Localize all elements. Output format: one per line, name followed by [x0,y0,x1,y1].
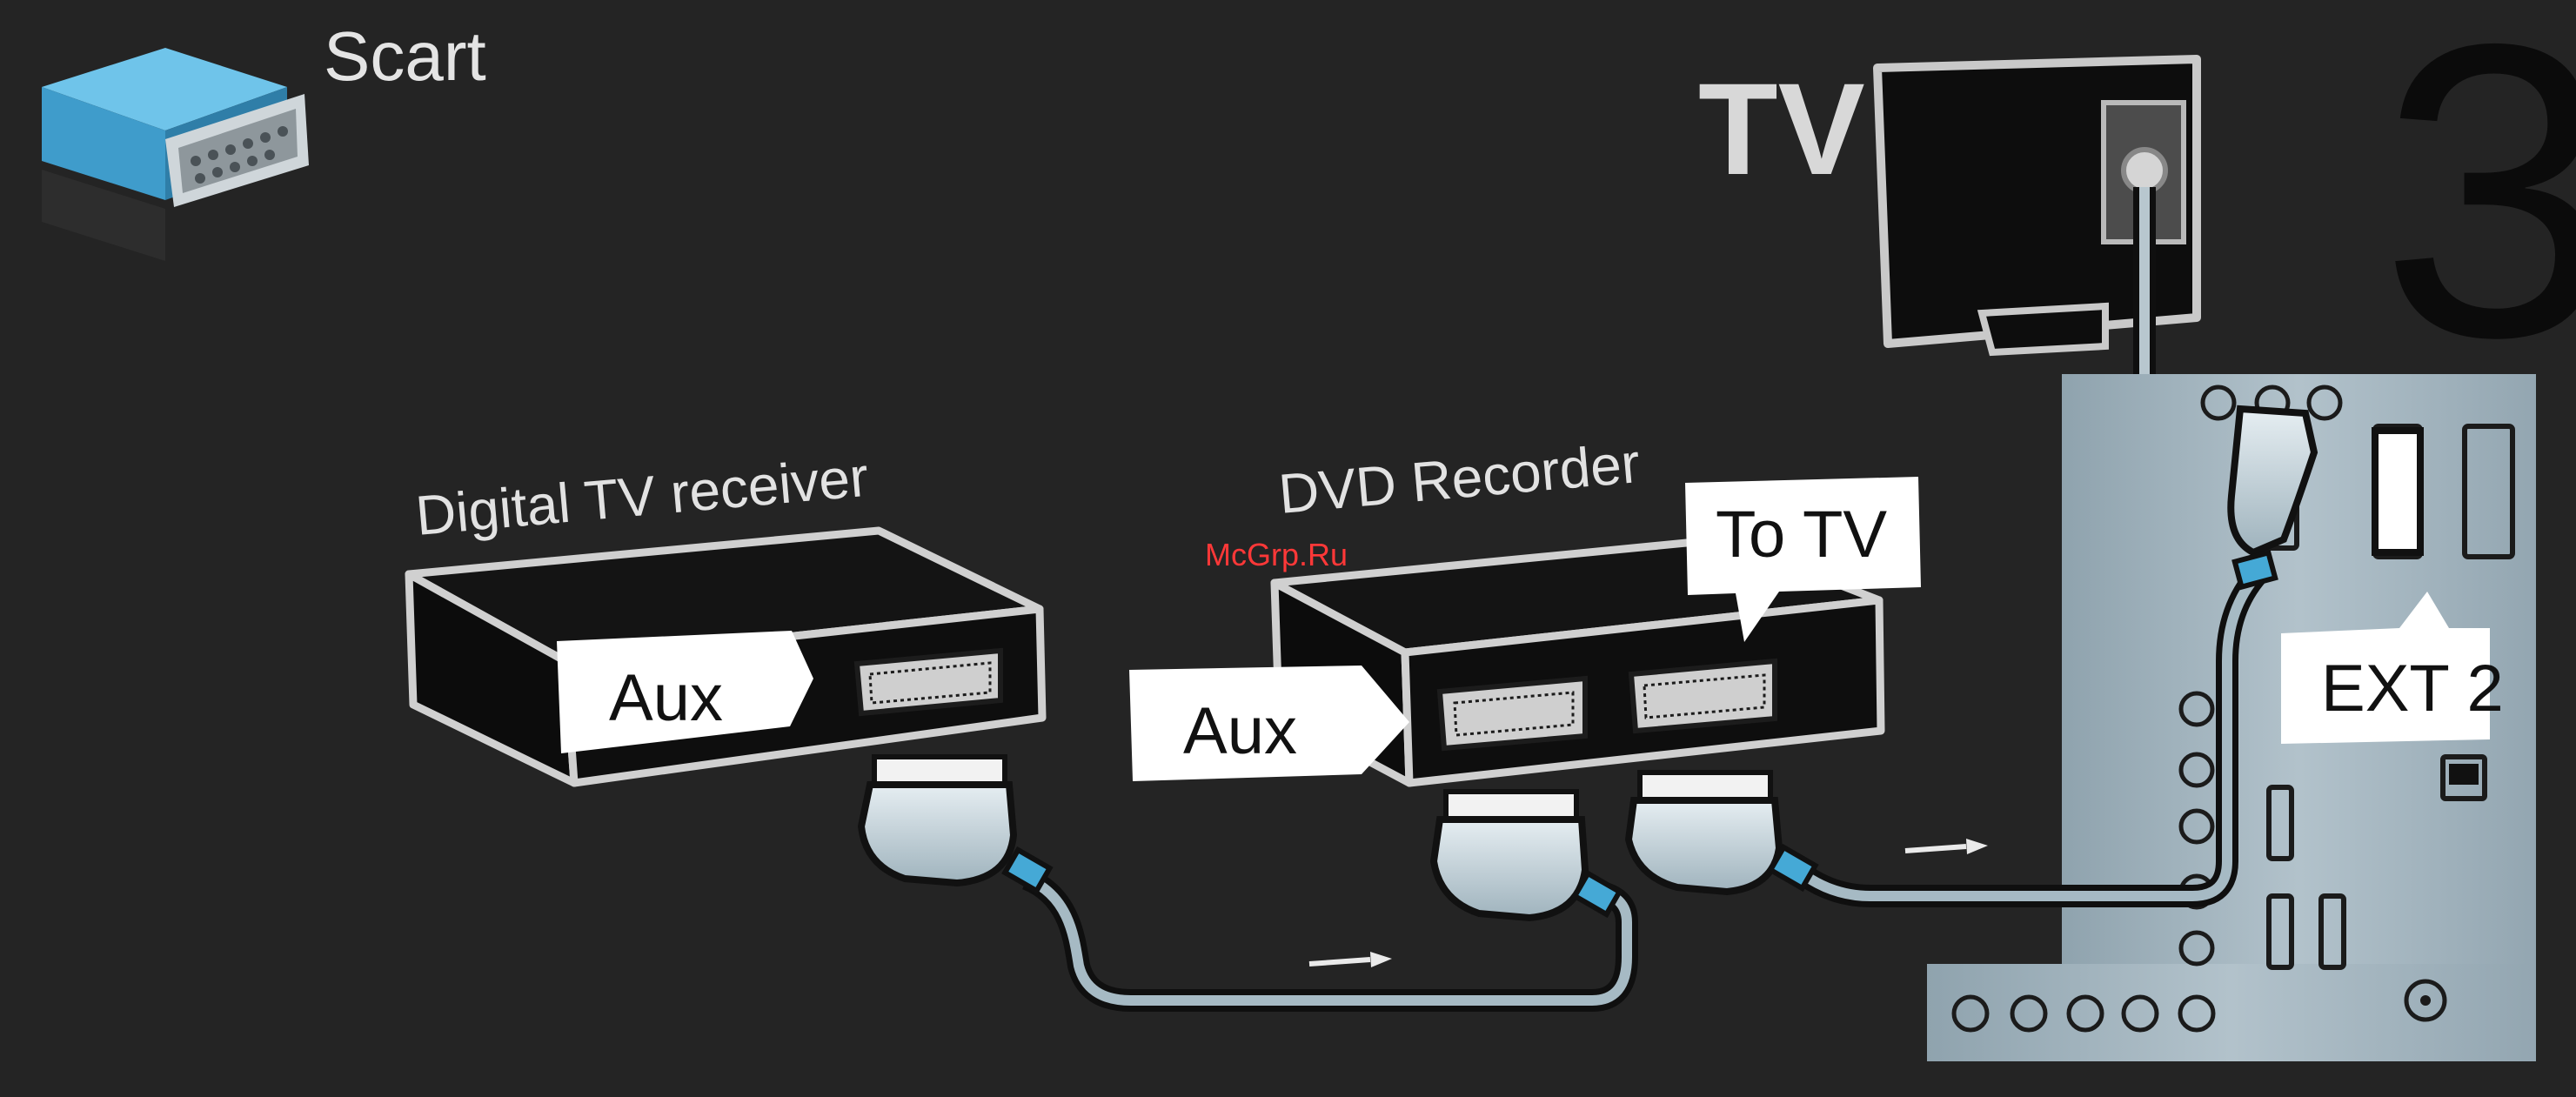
tv-title: TV [1698,56,1865,202]
step-number: 3 [2379,0,2576,424]
recorder-aux-label: Aux [1129,666,1409,781]
flow-arrow-icon [1905,839,1988,854]
recorder-aux-text: Aux [1183,694,1297,768]
scart-connector-icon [42,48,309,261]
recorder-title: DVD Recorder [1276,431,1643,525]
receiver-title: Digital TV receiver [413,445,871,547]
scart-plug-recorder-out [1629,773,1816,892]
ext2-text: EXT 2 [2321,652,2504,726]
scart-plug-recorder-in [1434,792,1620,918]
receiver-aux-text: Aux [609,661,723,735]
scart-plug-receiver [861,757,1050,891]
watermark: McGrp.Ru [1205,537,1348,572]
flow-arrow-icon [1309,952,1392,967]
connector-title: Scart [324,17,486,95]
to-tv-text: To TV [1716,498,1887,572]
